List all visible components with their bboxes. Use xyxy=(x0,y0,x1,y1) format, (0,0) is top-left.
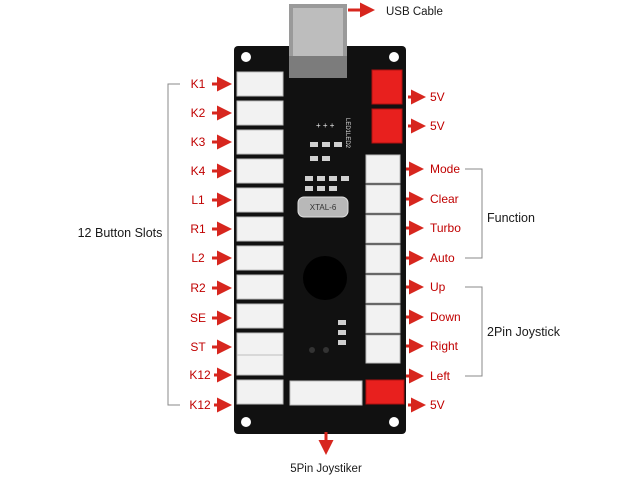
pin-label-k1: K1 xyxy=(191,77,206,91)
pin-label-left: Left xyxy=(430,369,451,383)
pin-label-auto: Auto xyxy=(430,251,455,265)
left-group-label: 12 Button Slots xyxy=(78,226,163,240)
right-pin-labels: 5V 5V Mode Clear Turbo Auto Up Down Righ… xyxy=(406,89,461,413)
mcu-chip xyxy=(303,256,347,300)
pin-label-k4: K4 xyxy=(191,164,206,178)
pin-label-k2: K2 xyxy=(191,106,206,120)
pin-label-mode: Mode xyxy=(430,162,460,176)
usb-cable-label: USB Cable xyxy=(386,6,443,18)
pin-label-l1: L1 xyxy=(191,193,205,207)
right-connectors xyxy=(365,69,405,405)
mounting-hole xyxy=(389,417,399,427)
smd-components xyxy=(305,142,349,353)
left-connectors xyxy=(236,71,284,405)
pin-label-se: SE xyxy=(190,311,206,325)
left-group-bracket xyxy=(167,83,180,406)
pin-label-k12-a: K12 xyxy=(189,368,211,382)
board-id-silkscreen: LED1LED2 xyxy=(344,118,350,149)
pins-silkscreen: + + + xyxy=(316,121,335,130)
pin-label-clear: Clear xyxy=(430,192,459,206)
pin-label-l2: L2 xyxy=(191,251,205,265)
pin-label-right: Right xyxy=(430,339,459,353)
joystick-group-label: 2Pin Joystick xyxy=(487,325,561,339)
pin-label-turbo: Turbo xyxy=(430,221,461,235)
pin-label-st: ST xyxy=(190,340,206,354)
left-pin-labels: K1 K2 K3 K4 L1 R1 L2 R2 SE ST K12 K12 xyxy=(189,76,232,413)
pin-label-k3: K3 xyxy=(191,135,206,149)
pin-label-5v-a: 5V xyxy=(430,90,445,104)
crystal-oscillator: XTAL-6 xyxy=(297,196,349,218)
pin-label-r2: R2 xyxy=(190,281,206,295)
joystick-group-bracket xyxy=(465,286,483,377)
five-pin-connector xyxy=(289,380,363,406)
function-group-bracket xyxy=(465,168,483,259)
function-group-label: Function xyxy=(487,211,535,225)
pin-label-up: Up xyxy=(430,280,446,294)
pin-label-r1: R1 xyxy=(190,222,206,236)
crystal-label: XTAL-6 xyxy=(310,203,337,212)
pin-label-k12-b: K12 xyxy=(189,398,211,412)
mounting-hole xyxy=(241,52,251,62)
five-pin-label: 5Pin Joystiker xyxy=(290,463,362,475)
usb-connector xyxy=(289,4,347,78)
pin-label-5v-b: 5V xyxy=(430,119,445,133)
mounting-hole xyxy=(389,52,399,62)
pin-label-5v-c: 5V xyxy=(430,398,445,412)
pin-label-down: Down xyxy=(430,310,461,324)
mounting-hole xyxy=(241,417,251,427)
